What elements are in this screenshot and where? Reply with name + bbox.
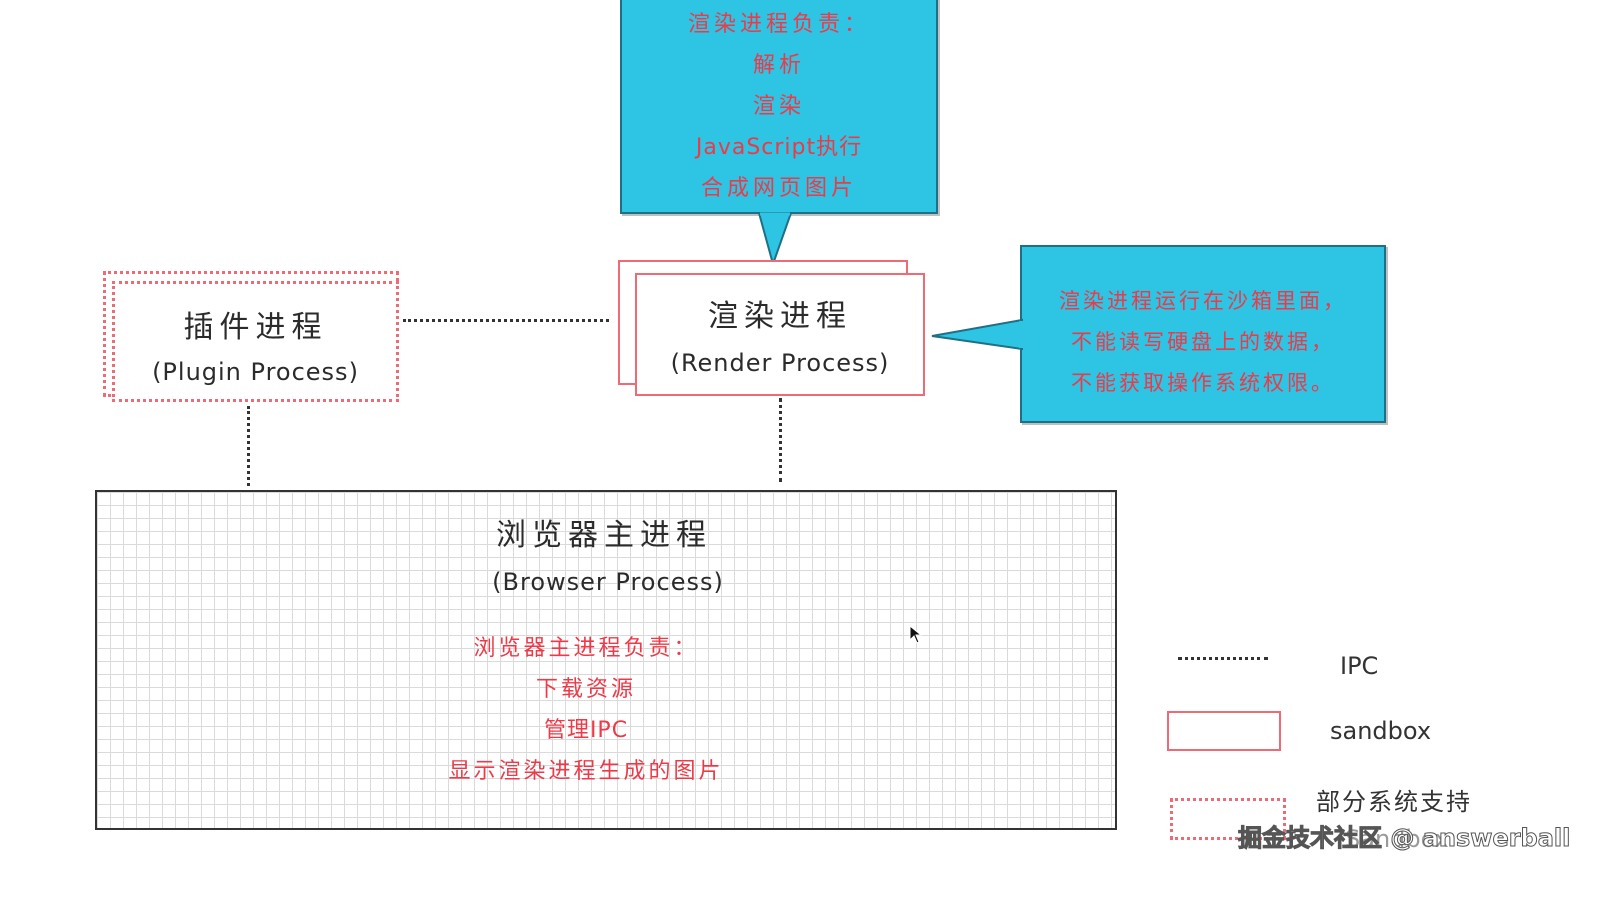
legend-sandbox-label: sandbox [1330,717,1432,745]
ipc-line-plugin-render [403,319,609,322]
browser-duties-line: 下载资源 [535,677,636,702]
ipc-line-plugin-browser [247,406,250,486]
render-process-title-en: (Render Process) [670,349,890,377]
plugin-process-title-cn: 插件进程 [183,310,328,345]
legend-partial-sublabel: Sandbox [1345,825,1449,853]
watermark: 掘金技术社区 @ answerball [1237,824,1571,853]
legend-sandbox-swatch [1167,711,1281,751]
browser-duties-line: 管理IPC [543,718,629,743]
sandbox-callout: 渲染进程运行在沙箱里面， 不能读写硬盘上的数据， 不能获取操作系统权限。 [1020,245,1386,423]
render-process-title-cn: 渲染进程 [708,299,852,334]
legend-partial-swatch [1170,798,1286,840]
legend-ipc-label: IPC [1340,652,1379,680]
render-duties-callout: 渲染进程负责： 解析 渲染 JavaScript执行 合成网页图片 [620,0,938,214]
sandbox-callout-line: 渲染进程运行在沙箱里面， [1059,289,1347,313]
render-duties-line: JavaScript执行 [695,135,863,160]
browser-process-title-en: (Browser Process) [492,568,724,596]
render-callout-pointer [757,212,793,268]
browser-process-box: 浏览器主进程 (Browser Process) 浏览器主进程负责： 下载资源 … [95,490,1117,830]
plugin-process-title-en: (Plugin Process) [152,358,359,386]
browser-duties-line: 显示渲染进程生成的图片 [448,759,724,784]
render-duties-line: 解析 [752,53,805,78]
sandbox-callout-line: 不能读写硬盘上的数据， [1071,330,1335,354]
sandbox-callout-pointer [931,318,1023,351]
plugin-process-box: 插件进程 (Plugin Process) [112,281,399,402]
render-duties-line: 合成网页图片 [700,176,857,201]
legend-partial-label: 部分系统支持 [1316,788,1472,816]
legend-ipc-swatch [1178,657,1268,660]
ipc-line-render-browser [779,398,782,482]
sandbox-callout-line: 不能获取操作系统权限。 [1071,371,1335,395]
browser-duties-line: 浏览器主进程负责： [473,636,699,661]
browser-process-title-cn: 浏览器主进程 [496,518,712,553]
render-duties-line: 渲染 [752,94,805,119]
render-duties-line: 渲染进程负责： [687,12,870,37]
render-process-box: 渲染进程 (Render Process) [635,273,925,396]
mouse-cursor-icon [909,625,923,644]
